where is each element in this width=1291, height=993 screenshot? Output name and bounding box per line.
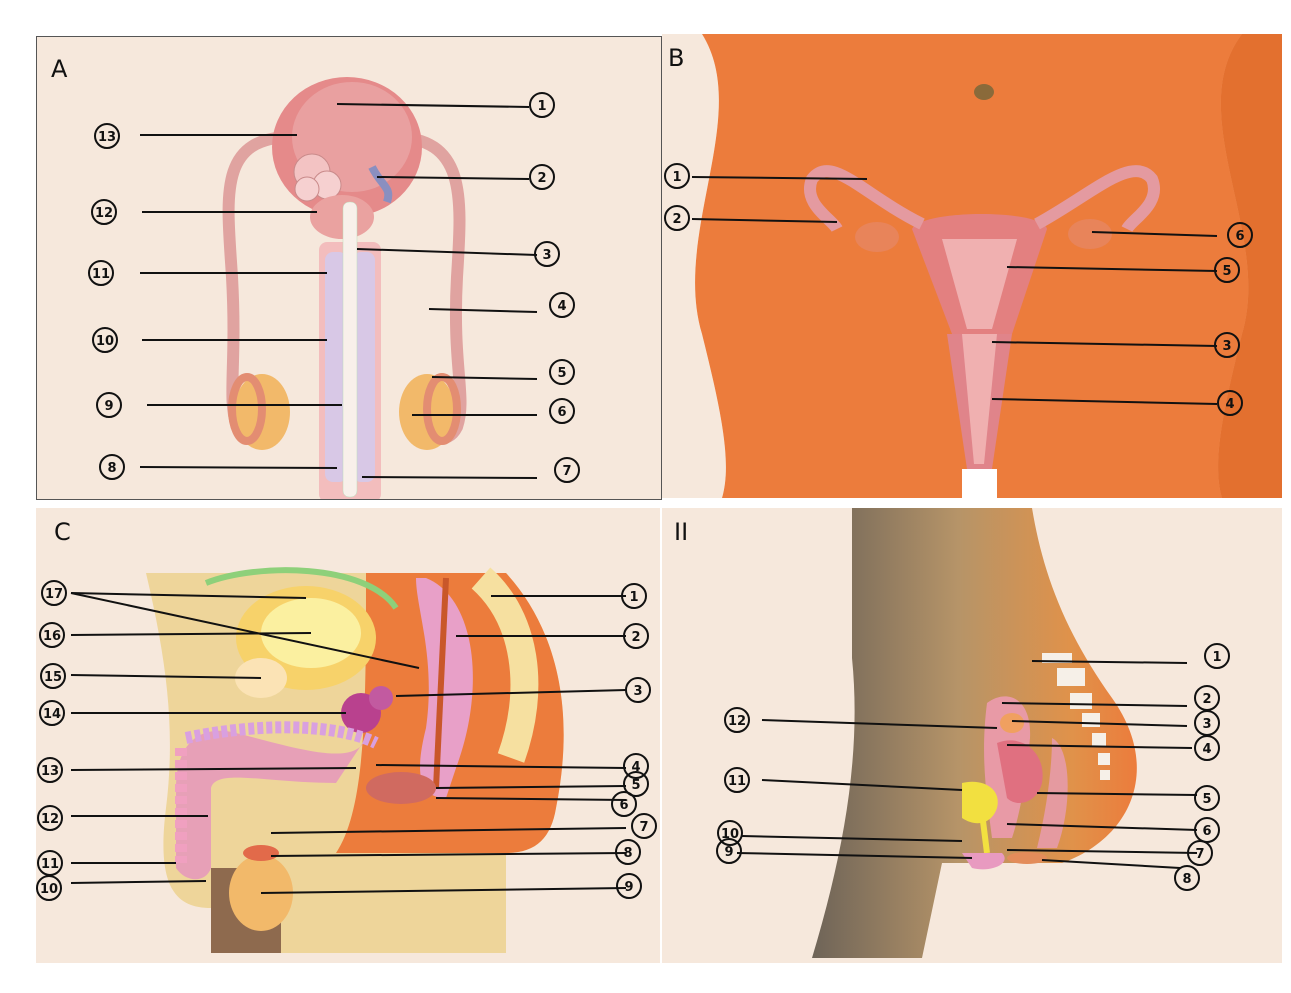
callout-number: 6 [557, 405, 566, 420]
callout-d-3: 3 [1195, 711, 1219, 735]
callout-number: 8 [107, 461, 116, 476]
callout-d-4: 4 [1195, 736, 1219, 760]
callout-a-2: 2 [530, 165, 554, 189]
callout-number: 7 [639, 820, 648, 835]
callout-a-11: 11 [89, 261, 113, 285]
callout-number: 2 [1202, 692, 1211, 707]
callout-number: 8 [623, 846, 632, 861]
panel-c: 1234567891011121314151617 C [36, 508, 660, 963]
callout-c-2: 2 [624, 624, 648, 648]
callout-number: 7 [562, 464, 571, 479]
callout-number: 3 [542, 248, 551, 263]
callout-c-3: 3 [626, 678, 650, 702]
callout-a-3: 3 [535, 242, 559, 266]
female-anatomy-front-diagram: 6 5 3 4 1 2 [662, 34, 1282, 498]
callout-number: 2 [537, 171, 546, 186]
callout-c-16: 16 [40, 623, 64, 647]
callout-number: 6 [619, 798, 628, 813]
callout-number: 5 [557, 366, 566, 381]
callout-number: 11 [728, 774, 746, 789]
callout-d-1: 1 [1205, 644, 1229, 668]
callout-number: 10 [96, 334, 114, 349]
callout-number: 3 [1222, 339, 1231, 354]
callout-c-7: 7 [632, 814, 656, 838]
callout-a-13: 13 [95, 124, 119, 148]
callout-d-10: 10 [718, 821, 742, 845]
callout-number: 1 [537, 99, 546, 114]
callout-number: 1 [672, 170, 681, 185]
callout-a-5: 5 [550, 360, 574, 384]
callout-number: 13 [41, 764, 59, 779]
callout-a-8: 8 [100, 455, 124, 479]
callout-c-6: 6 [612, 792, 636, 816]
callout-d-12: 12 [725, 708, 749, 732]
callout-number: 4 [1202, 742, 1211, 757]
callout-d-6: 6 [1195, 818, 1219, 842]
callout-number: 12 [95, 206, 113, 221]
callout-number: 7 [1195, 847, 1204, 862]
callout-number: 10 [721, 827, 739, 842]
callout-number: 1 [1212, 650, 1221, 665]
callout-c-15: 15 [41, 664, 65, 688]
callout-number: 16 [43, 629, 61, 644]
callout-number: 2 [631, 630, 640, 645]
callout-a-12: 12 [92, 200, 116, 224]
callout-number: 11 [41, 857, 59, 872]
callout-d-2: 2 [1195, 686, 1219, 710]
panel-c-letter: C [54, 518, 71, 546]
callout-number: 5 [631, 778, 640, 793]
callout-number: 2 [672, 212, 681, 227]
callout-number: 9 [724, 845, 733, 860]
callout-number: 8 [1182, 872, 1191, 887]
callout-c-11: 11 [38, 851, 62, 875]
callout-number: 17 [45, 587, 63, 602]
callout-c-12: 12 [38, 806, 62, 830]
callout-number: 13 [98, 130, 116, 145]
callout-number: 6 [1202, 824, 1211, 839]
callout-number: 3 [1202, 717, 1211, 732]
callout-a-7: 7 [555, 458, 579, 482]
callout-c-13: 13 [38, 758, 62, 782]
panel-b-letter: B [668, 44, 684, 72]
callout-d-5: 5 [1195, 786, 1219, 810]
callout-number: 3 [633, 684, 642, 699]
callout-number: 4 [1225, 397, 1234, 412]
callout-a-4: 4 [550, 293, 574, 317]
callout-d-11: 11 [725, 768, 749, 792]
callout-d-8: 8 [1175, 866, 1199, 890]
callout-number: 9 [104, 399, 113, 414]
callout-number: 11 [92, 267, 110, 282]
callout-number: 5 [1202, 792, 1211, 807]
callout-number: 6 [1235, 229, 1244, 244]
callout-number: 12 [41, 812, 59, 827]
callout-a-1: 1 [530, 93, 554, 117]
panel-d-letter: II [674, 518, 688, 546]
callout-number: 10 [40, 882, 58, 897]
callout-number: 1 [629, 590, 638, 605]
callout-number: 5 [1222, 264, 1231, 279]
callout-a-9: 9 [97, 393, 121, 417]
callout-a-6: 6 [550, 399, 574, 423]
callout-number: 14 [43, 707, 61, 722]
callout-c-17: 17 [42, 581, 66, 605]
callout-c-10: 10 [37, 876, 61, 900]
callout-number: 4 [557, 299, 566, 314]
callout-number: 15 [44, 670, 62, 685]
callout-c-14: 14 [40, 701, 64, 725]
callout-a-10: 10 [93, 328, 117, 352]
panel-b: 6 5 3 4 1 2 B [662, 34, 1282, 498]
callout-number: 9 [624, 880, 633, 895]
callout-number: 12 [728, 714, 746, 729]
callout-c-9: 9 [617, 874, 641, 898]
callout-c-8: 8 [616, 840, 640, 864]
